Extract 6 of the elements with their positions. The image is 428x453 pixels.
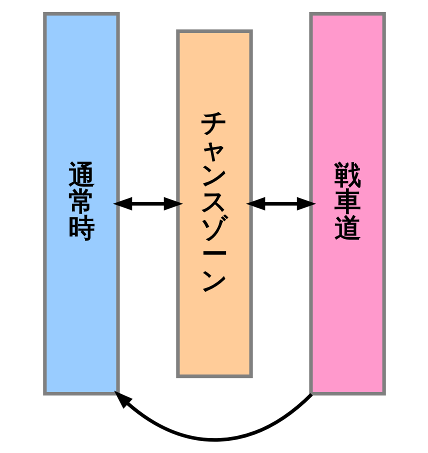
arrow <box>112 196 183 210</box>
node-box: 戦車道 <box>308 12 386 396</box>
arrow <box>114 390 312 442</box>
node-box: チャンスゾーン <box>176 28 252 378</box>
node-box: 通常時 <box>42 12 120 396</box>
arrow <box>245 196 316 210</box>
